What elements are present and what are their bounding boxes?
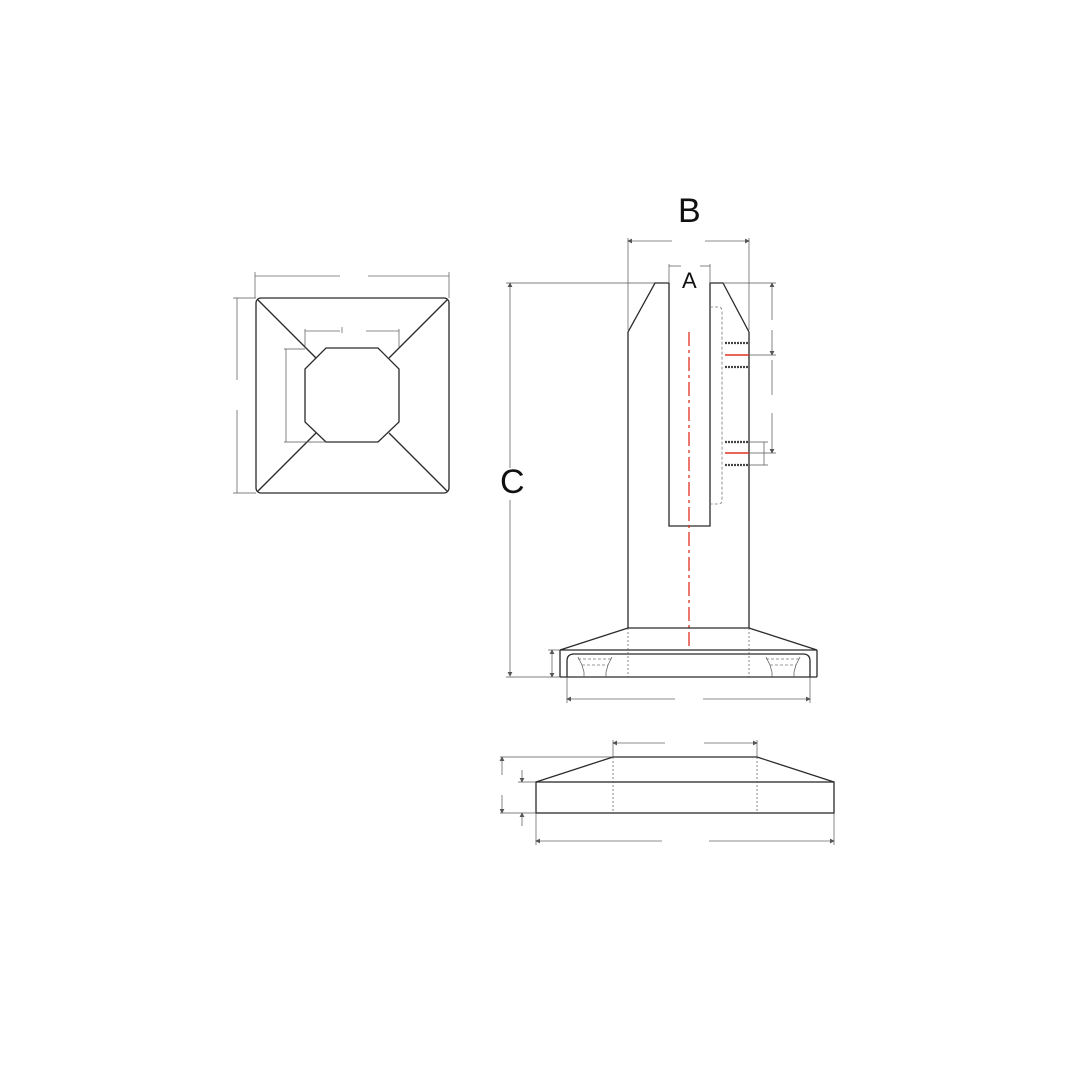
cover-plate bbox=[535, 781, 835, 814]
front-view bbox=[506, 238, 818, 703]
dimension-label-A: A bbox=[682, 268, 697, 293]
post-octagon bbox=[304, 347, 400, 443]
dimension-label-C: C bbox=[500, 463, 525, 501]
cover-side-view bbox=[499, 740, 835, 845]
dimension-label-B: B bbox=[678, 192, 701, 230]
top-view bbox=[233, 272, 450, 494]
base-plate-outline bbox=[255, 297, 450, 494]
